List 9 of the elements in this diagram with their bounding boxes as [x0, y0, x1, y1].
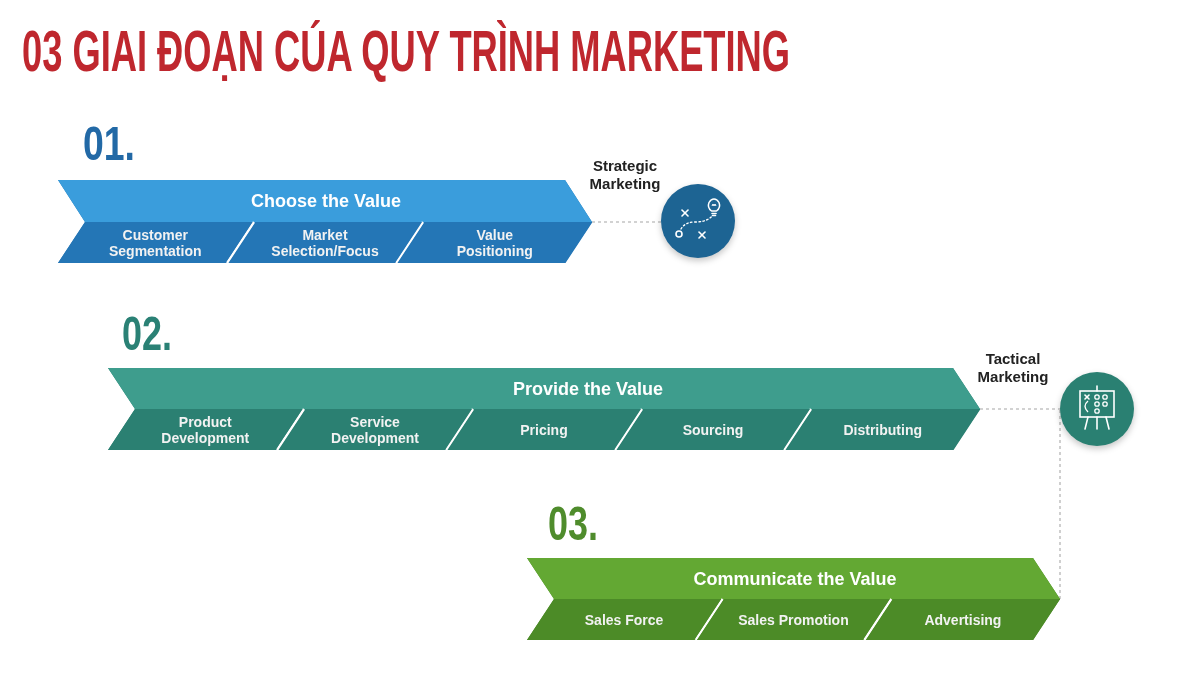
stage-heading: Provide the Value: [512, 377, 664, 400]
step-number: 03.: [548, 500, 598, 548]
stage-type-label: Strategic Marketing: [589, 157, 661, 193]
page-title: 03 GIAI ĐOẠN CÚA QUY TRÌNH MARKETING: [22, 22, 790, 80]
stage-type-label: Tactical Marketing: [977, 350, 1049, 386]
stage-heading: Choose the Value: [251, 190, 401, 212]
step-number: 01.: [83, 120, 135, 168]
step-number: 02.: [122, 310, 172, 358]
stage-heading: Communicate the Value: [693, 567, 897, 590]
